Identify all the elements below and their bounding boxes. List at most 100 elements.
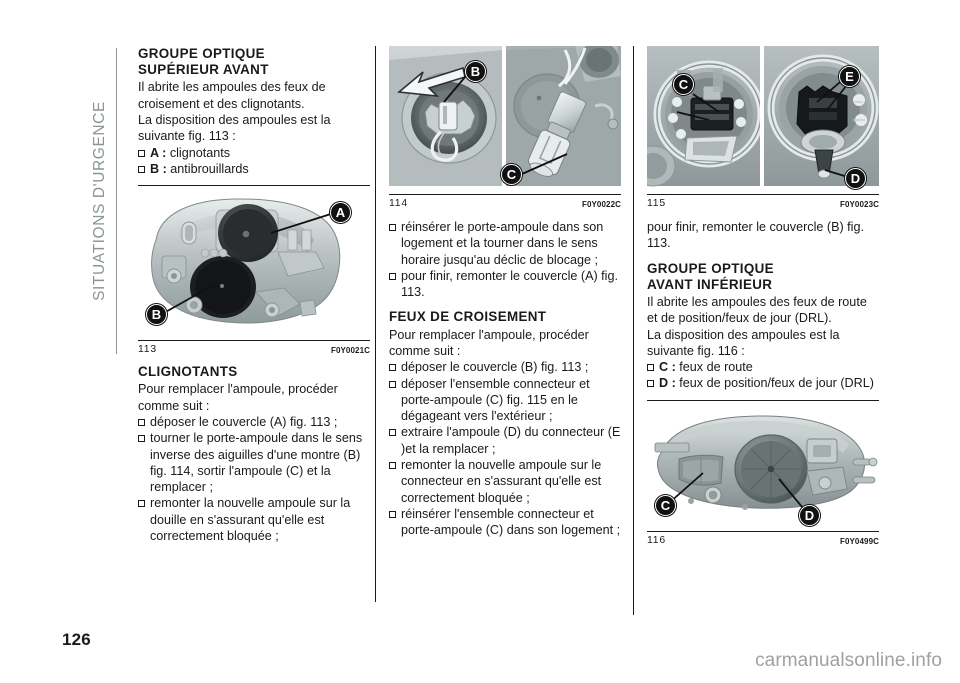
figure-code: F0Y0499C [839,536,879,546]
square-bullet-icon [389,380,396,388]
figure-113-caption: 113 F0Y0021C [138,340,370,355]
list-item: B : antibrouillards [138,161,370,177]
figure-116-caption: 116 F0Y0499C [647,530,879,546]
square-bullet-icon [389,510,396,518]
figure-113-image: A B [138,192,370,339]
callout-C: C [655,494,676,516]
bulb-holder-illustration [389,46,621,192]
square-bullet-icon [138,165,145,173]
procedure-step-text: déposer l'ensemble connecteur et porte-a… [401,376,590,424]
section-title-feux-de-croisement: FEUX DE CROISEMENT [389,309,547,325]
callout-D: D [799,504,820,526]
square-bullet-icon [389,429,396,437]
section-title-groupe-optique-inferieur: GROUPE OPTIQUE AVANT INFÉRIEUR [647,261,879,293]
chapter-tab: SITUATIONS D'URGENCE [82,46,118,356]
paragraph-abrite-ampoules: Il abrite les ampoules des feux de crois… [138,80,326,111]
figure-114: B C 114 F0Y0022C [389,46,621,209]
figure-116: C D 116 F0Y0499C [647,406,879,546]
column-divider-1 [375,46,376,602]
figure-116-image: C D [647,406,879,529]
square-bullet-icon [389,272,396,280]
section-title-groupe-optique-superieur: GROUPE OPTIQUE SUPÉRIEUR AVANT [138,46,370,78]
paragraph-remplacer-ampoule-croisement: Pour remplacer l'ampoule, procéder comme… [389,327,589,358]
procedure-list-clignotants: déposer le couvercle (A) fig. 113 ; tour… [138,414,370,544]
site-watermark: carmanualsonline.info [755,650,942,671]
list-item: extraire l'ampoule (D) du connecteur (E … [389,424,621,457]
figure-number: 113 [138,344,157,356]
callout-D: D [845,168,866,189]
figure-number: 116 [647,534,666,546]
list-item: déposer l'ensemble connecteur et porte-a… [389,376,621,425]
square-bullet-icon [389,224,396,231]
page-number: 126 [62,630,91,649]
figure-code: F0Y0022C [581,200,621,209]
list-item: réinsérer le porte-ampoule dans son loge… [389,219,621,268]
list-item: C : feux de route [647,359,879,375]
procedure-step-text: remonter la nouvelle ampoule sur le conn… [401,458,602,505]
figure-115-image: C E D [647,46,879,192]
procedure-step-text: réinsérer le porte-ampoule dans son loge… [401,220,604,267]
chapter-tab-label: SITUATIONS D'URGENCE [91,101,108,301]
list-item: déposer le couvercle (A) fig. 113 ; [138,414,370,430]
procedure-step-text: déposer le couvercle (B) fig. 113 ; [401,360,589,375]
section-rule [138,185,370,187]
section-rule [647,399,879,401]
square-bullet-icon [389,462,396,470]
procedure-step-text: tourner le porte-ampoule dans le sens in… [150,431,363,495]
section-title-clignotants: CLIGNOTANTS [138,364,238,380]
procedure-step-text: réinsérer l'ensemble connecteur et porte… [401,506,621,538]
legend-key: A : [150,145,167,160]
list-item: tourner le porte-ampoule dans le sens in… [138,430,370,495]
figure-code: F0Y0021C [330,346,370,356]
legend-text: feux de route [679,360,753,375]
paragraph-disposition-fig116: La disposition des ampoules est la suiva… [647,327,840,358]
list-item: D : feux de position/feux de jour (DRL) [647,375,879,391]
bulb-legend-list-lower: C : feux de route D : feux de position/f… [647,359,879,392]
section-title-line1: GROUPE OPTIQUE [647,260,774,276]
list-item: remonter la nouvelle ampoule sur le conn… [389,457,621,506]
square-bullet-icon [389,364,396,372]
procedure-step-text: pour finir, remonter le couvercle (A) fi… [401,268,618,300]
list-item: pour finir, remonter le couvercle (A) fi… [389,268,621,301]
middle-column: B C 114 F0Y0022C réinsérer le porte-ampo… [389,46,621,539]
figure-code: F0Y0023C [839,200,879,209]
headlight-upper-illustration [151,198,341,324]
section-title-line2: SUPÉRIEUR AVANT [138,62,269,78]
list-item: A : clignotants [138,145,370,161]
figure-number: 115 [647,198,666,209]
callout-C: C [501,164,522,185]
list-item: réinsérer l'ensemble connecteur et porte… [389,506,621,539]
figure-114-image: B C [389,46,621,192]
legend-text: clignotants [169,145,231,160]
procedure-step-text: extraire l'ampoule (D) du connecteur (E … [401,425,621,456]
square-bullet-icon [138,149,145,157]
section-title-line2: AVANT INFÉRIEUR [647,276,773,292]
paragraph-abrite-feux-route: Il abrite les ampoules des feux de route… [647,295,867,326]
legend-key: D : [659,376,676,391]
paragraph-pour-finir-couvercle-B: pour finir, remonter le couvercle (B) fi… [647,220,864,251]
square-bullet-icon [138,435,145,443]
right-column: C E D 115 F0Y0023C pour finir, remonter … [647,46,879,546]
square-bullet-icon [138,500,145,508]
callout-C: C [673,74,694,95]
procedure-step-text: déposer le couvercle (A) fig. 113 ; [150,414,338,429]
square-bullet-icon [138,418,145,426]
legend-key: B : [150,161,167,176]
square-bullet-icon [647,364,654,372]
callout-B: B [465,61,486,82]
legend-key: C : [659,360,676,375]
legend-text: feux de position/feux de jour (DRL) [679,376,874,391]
procedure-step-text: remonter la nouvelle ampoule sur la doui… [150,496,351,544]
figure-number: 114 [389,198,408,209]
figure-113: A B 113 F0Y0021C [138,192,370,355]
left-column: GROUPE OPTIQUE SUPÉRIEUR AVANT Il abrite… [138,46,370,544]
paragraph-disposition-ampoules: La disposition des ampoules est la suiva… [138,113,331,144]
list-item: déposer le couvercle (B) fig. 113 ; [389,359,621,375]
square-bullet-icon [647,380,654,388]
figure-115-caption: 115 F0Y0023C [647,194,879,209]
procedure-list-feux-croisement: déposer le couvercle (B) fig. 113 ; dépo… [389,359,621,538]
chapter-tab-rule [115,48,117,354]
section-title-line1: GROUPE OPTIQUE [138,46,265,61]
figure-114-caption: 114 F0Y0022C [389,194,621,209]
legend-text: antibrouillards [170,161,249,176]
